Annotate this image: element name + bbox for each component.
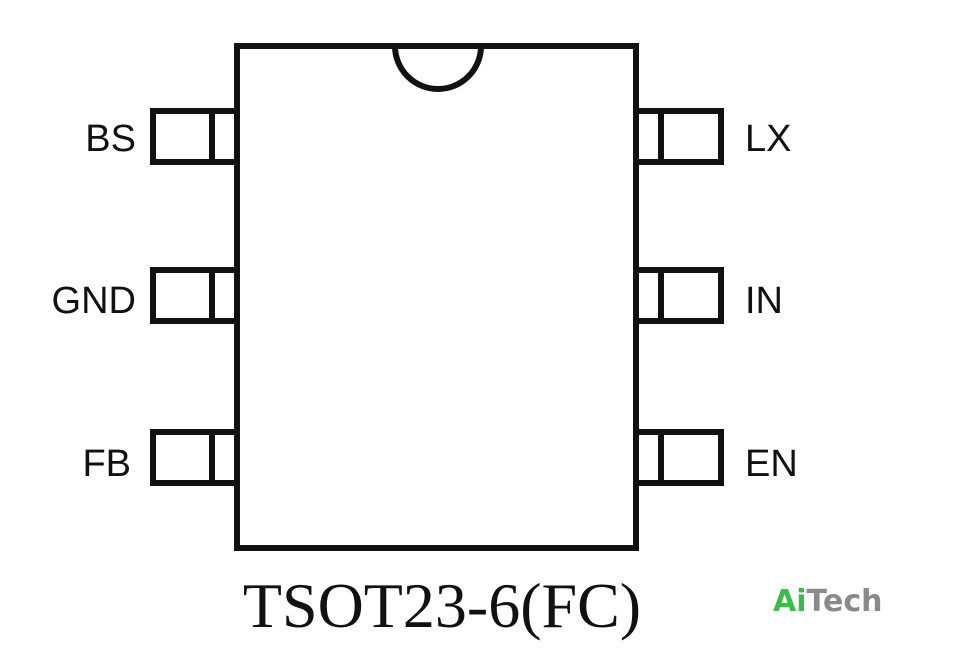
- left-pin-gnd: [150, 267, 240, 324]
- right-pin-in: [633, 267, 724, 324]
- right-pin-en: [633, 429, 724, 486]
- ic-package-body: [234, 43, 639, 551]
- package-name: TSOT23-6(FC): [243, 570, 641, 641]
- pin-label-gnd: GND: [52, 280, 136, 322]
- package-notch: [392, 45, 484, 92]
- pin-label-fb: FB: [82, 443, 131, 485]
- left-pin-bs: [150, 108, 240, 165]
- pin-label-bs: BS: [85, 118, 136, 160]
- pin-label-in: IN: [745, 280, 783, 322]
- left-pin-fb: [150, 429, 240, 486]
- logo-part-ai: Ai: [773, 584, 807, 619]
- aitech-logo: AiTech: [773, 584, 882, 619]
- logo-part-tech: Tech: [807, 584, 883, 619]
- pin-label-en: EN: [745, 443, 798, 485]
- right-pin-lx: [633, 108, 724, 165]
- pin-label-lx: LX: [745, 118, 791, 160]
